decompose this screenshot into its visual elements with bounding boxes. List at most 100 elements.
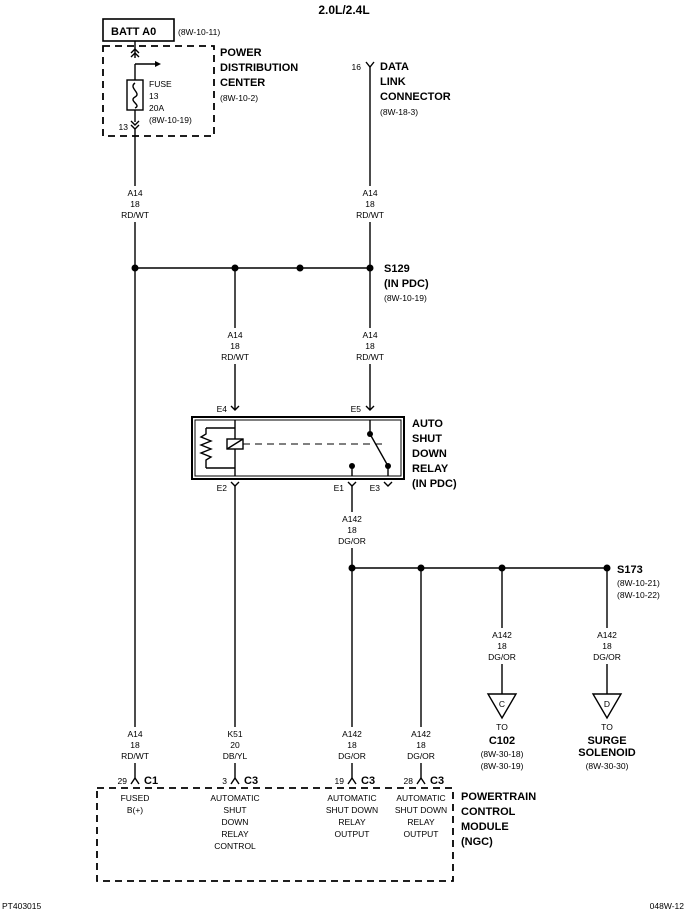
wire-a14-top-left-2: 18 [130,199,140,209]
pcm-c3-pin19-name: C3 [361,775,375,787]
wire-a142-surge-2: 18 [602,641,612,651]
wire-a14-top-right-2: 18 [365,199,375,209]
c102-connector-triangle-icon [486,693,518,720]
wire-a142-relay-1: A142 [342,514,362,524]
wire-a142-c3-28-1: A142 [411,729,431,739]
pcm-c1-connector-icon [130,776,140,785]
splice-dot [131,264,139,272]
wire-a142-relay-3: DG/OR [338,536,366,546]
relay-name-4: RELAY [412,463,449,475]
s173-name: S173 [617,564,643,576]
pdc-name-1: POWER [220,47,262,59]
c102-letter: C [499,699,505,709]
s129-name: S129 [384,263,410,275]
surge-letter: D [604,699,610,709]
relay-name-1: AUTO [412,418,443,430]
c102-ref-2: (8W-30-19) [481,761,524,771]
relay-pin-e2: E2 [217,483,228,493]
surge-connector-triangle-icon [591,693,623,720]
pdc-name-2: DISTRIBUTION [220,62,298,74]
wire-a14-c1-2: 18 [130,740,140,750]
wire-a142-c3-19-3: DG/OR [338,751,366,761]
pdc-ref: (8W-10-2) [220,93,258,103]
pcm-c3-pin28-desc-4: OUTPUT [404,829,439,839]
dlc-name-1: DATA [380,61,409,73]
pcm-name-3: MODULE [461,821,509,833]
fuse-label-1: FUSE [149,79,172,89]
wire-a14-top-left-3: RD/WT [121,210,149,220]
pcm-c3-pin3-desc-1: AUTOMATIC [210,793,259,803]
wire-k51-3: DB/YL [223,751,248,761]
pcm-name-4: (NGC) [461,836,493,848]
wire-a142-c102-1: A142 [492,630,512,640]
wire-a142-surge-3: DG/OR [593,652,621,662]
pcm-c1-desc-2: B(+) [127,805,143,815]
wire-a14-top-right-1: A14 [362,188,377,198]
c102-name: C102 [489,735,515,747]
wire-a142-relay-2: 18 [347,525,357,535]
wire-a14-top-right-3: RD/WT [356,210,384,220]
surge-name-2: SOLENOID [578,747,636,759]
pdc-box [102,45,215,137]
pcm-c3-pin28-desc-1: AUTOMATIC [396,793,445,803]
pcm-c3-pin28-pin: 28 [404,776,414,786]
wire-a14-mid-right-1: A14 [362,330,377,340]
batt-box [102,18,175,42]
wire-a142-c3-28-2: 18 [416,740,426,750]
surge-to: TO [601,722,613,732]
splice-dot [348,564,356,572]
fuse-icon [126,79,144,111]
wire-a142-surge-1: A142 [597,630,617,640]
batt-label: BATT A0 [111,26,156,38]
dlc-pin: 16 [352,62,362,72]
pdc-cavity: 13 [119,122,129,132]
pcm-c3-pin3-desc-4: RELAY [221,829,249,839]
wire-a142-c3-28-3: DG/OR [407,751,435,761]
wire-a14-mid-left-2: 18 [230,341,240,351]
relay-pin-e5: E5 [351,404,362,414]
relay-pin-e1: E1 [334,483,345,493]
wire-a14-top-left-1: A14 [127,188,142,198]
pcm-c3-pin3-desc-3: DOWN [222,817,249,827]
surge-ref: (8W-30-30) [586,761,629,771]
splice-dot [366,264,374,272]
relay-coil-resistor-icon [199,428,213,468]
pcm-c3-pin19-desc-2: SHUT DOWN [326,805,378,815]
pcm-c1-pin: 29 [118,776,128,786]
wire-a14-mid-right-3: RD/WT [356,352,384,362]
batt-ref: (8W-10-11) [178,27,220,37]
relay-e1-connector-icon [347,481,357,487]
pcm-c1-name: C1 [144,775,158,787]
fuse-label-3: 20A [149,103,164,113]
wire-a142-c102-2: 18 [497,641,507,651]
relay-name-3: DOWN [412,448,447,460]
dlc-ref: (8W-18-3) [380,107,418,117]
wire-a14-mid-left-3: RD/WT [221,352,249,362]
wire-a142-c3-19-1: A142 [342,729,362,739]
relay-e4-connector-icon [230,405,240,411]
relay-e2-connector-icon [230,481,240,487]
wire-a14-c1-1: A14 [127,729,142,739]
pcm-c3-pin3-connector-icon [230,776,240,785]
c102-to: TO [496,722,508,732]
dlc-name-3: CONNECTOR [380,91,451,103]
wire-a14-mid-right-2: 18 [365,341,375,351]
pcm-c3-pin19-desc-3: RELAY [338,817,366,827]
pcm-c3-pin19-connector-icon [347,776,357,785]
wire-a142-c3-19-2: 18 [347,740,357,750]
pcm-c3-pin3-name: C3 [244,775,258,787]
pcm-c3-pin3-desc-5: CONTROL [214,841,256,851]
surge-name-1: SURGE [587,735,626,747]
footer-left-code: PT403015 [2,901,41,911]
s173-ref-1: (8W-10-21) [617,578,660,588]
pcm-c3-pin19-desc-1: AUTOMATIC [327,793,376,803]
relay-box [191,416,405,480]
pcm-c3-pin3-pin: 3 [222,776,227,786]
relay-pin-e3: E3 [370,483,381,493]
fuse-bottom-connector-icon [130,120,140,126]
pcm-box [96,787,454,882]
wire-a142-c102-3: DG/OR [488,652,516,662]
pcm-c3-pin19-pin: 19 [335,776,345,786]
wire-a14-c1-3: RD/WT [121,751,149,761]
fuse-label-2: 13 [149,91,159,101]
